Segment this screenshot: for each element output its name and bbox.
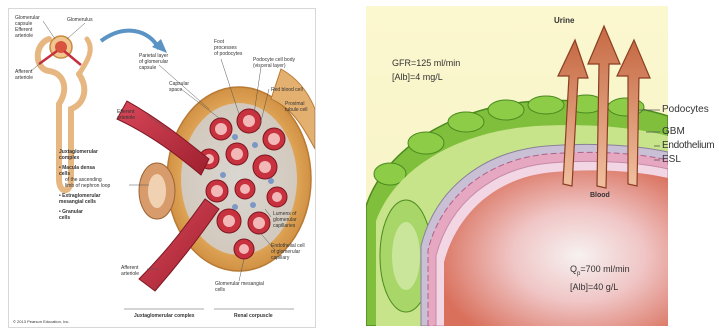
zoom-arrow (101, 31, 159, 49)
label-granular-cells: • Granular cells (59, 209, 83, 221)
label-podocytes: Podocytes (662, 104, 709, 115)
left-cell-nucleus (392, 222, 420, 290)
label-gbm: GBM (662, 126, 685, 137)
label-glomerulus: Glomerulus (67, 17, 93, 23)
label-red-blood-cell: Red blood cell (271, 87, 303, 93)
qp-letter: Q (570, 264, 577, 274)
label-renal-corpuscle: Renal corpuscle (234, 313, 273, 319)
label-urine: Urine (554, 16, 574, 25)
label-blood: Blood (590, 192, 610, 199)
glomerular-filtration-barrier-diagram: Urine GFR=125 ml/min [Alb]=4 mg/L Blood … (366, 6, 668, 326)
label-copyright: © 2013 Pearson Education, Inc. (13, 319, 70, 325)
label-esl: ESL (662, 154, 681, 165)
label-extraglomerular-mesangial: • Extraglomerular mesangial cells (59, 193, 101, 205)
label-gfr: GFR=125 ml/min (392, 58, 460, 68)
filtration-barrier-drawing (366, 6, 668, 326)
label-alb-urine: [Alb]=4 mg/L (392, 72, 443, 82)
label-alb-blood: [Alb]=40 g/L (570, 282, 618, 292)
label-endothelium: Endothelium (662, 140, 714, 151)
label-podocyte-cell-body: Podocyte cell body(visceral layer) (253, 57, 295, 69)
label-juxtaglomerular-complex-bottom: Juxtaglomerular complex (134, 313, 195, 319)
qp-value: =700 ml/min (580, 264, 629, 274)
filtration-arrows (558, 26, 650, 188)
label-qp: Qp=700 ml/min (570, 264, 630, 277)
label-macula-densa: • Macula densa cells (59, 165, 95, 177)
